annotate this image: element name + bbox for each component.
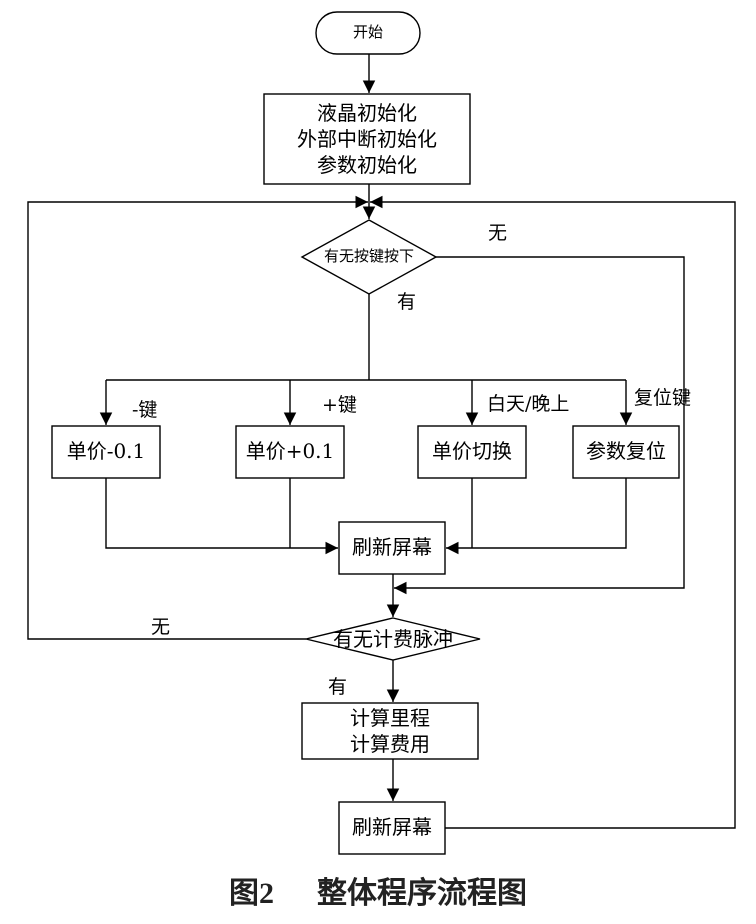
figure-caption: 图2 整体程序流程图 <box>0 868 756 912</box>
key-yes-label: 有 <box>397 291 417 313</box>
init-line-3: 参数初始化 <box>317 153 417 177</box>
price-minus-box <box>51 425 161 479</box>
pulse-no-label: 无 <box>151 616 171 638</box>
plus-key-label: +键 <box>322 394 357 416</box>
price-plus-box <box>235 425 345 479</box>
pulse-yes-label: 有 <box>328 676 348 698</box>
figure-number: 图2 <box>229 877 275 910</box>
edge-minus-refresh <box>105 478 338 555</box>
price-minus-label: 单价-0.1 <box>66 439 146 463</box>
init-line-2: 外部中断初始化 <box>297 127 437 151</box>
refresh-box-1 <box>338 521 446 575</box>
refresh-box-2 <box>338 801 446 855</box>
start-label: 开始 <box>352 23 383 41</box>
param-reset-label: 参数复位 <box>586 439 666 463</box>
calculate-box <box>301 702 479 760</box>
price-switch-label: 单价切换 <box>432 439 512 463</box>
refresh-2-label: 刷新屏幕 <box>352 815 432 839</box>
edge-keycheck-no <box>394 256 685 595</box>
init-labels: 液晶初始化 外部中断初始化 参数初始化 <box>264 100 470 178</box>
minus-key-label: -键 <box>132 399 158 421</box>
edge-reset-refresh <box>446 478 627 555</box>
key-no-label: 无 <box>488 222 508 244</box>
start-terminal <box>315 11 421 55</box>
price-plus-label: 单价+0.1 <box>245 439 335 463</box>
calculate-line-2: 计算费用 <box>350 732 430 756</box>
calculate-line-1: 计算里程 <box>350 706 430 730</box>
edge-loop-back <box>370 195 736 829</box>
edge-pulse-no <box>27 195 368 640</box>
init-line-1: 液晶初始化 <box>317 101 417 125</box>
calculate-labels: 计算里程 计算费用 <box>302 705 478 757</box>
param-reset-box <box>572 425 680 479</box>
reset-key-label: 复位键 <box>634 387 692 409</box>
figure-title: 整体程序流程图 <box>316 876 527 911</box>
pulse-check-label: 有无计费脉冲 <box>333 627 453 651</box>
init-box <box>263 93 471 185</box>
refresh-1-label: 刷新屏幕 <box>352 535 432 559</box>
day-night-label: 白天/晚上 <box>487 393 570 415</box>
key-check-label: 有无按键按下 <box>323 247 414 265</box>
